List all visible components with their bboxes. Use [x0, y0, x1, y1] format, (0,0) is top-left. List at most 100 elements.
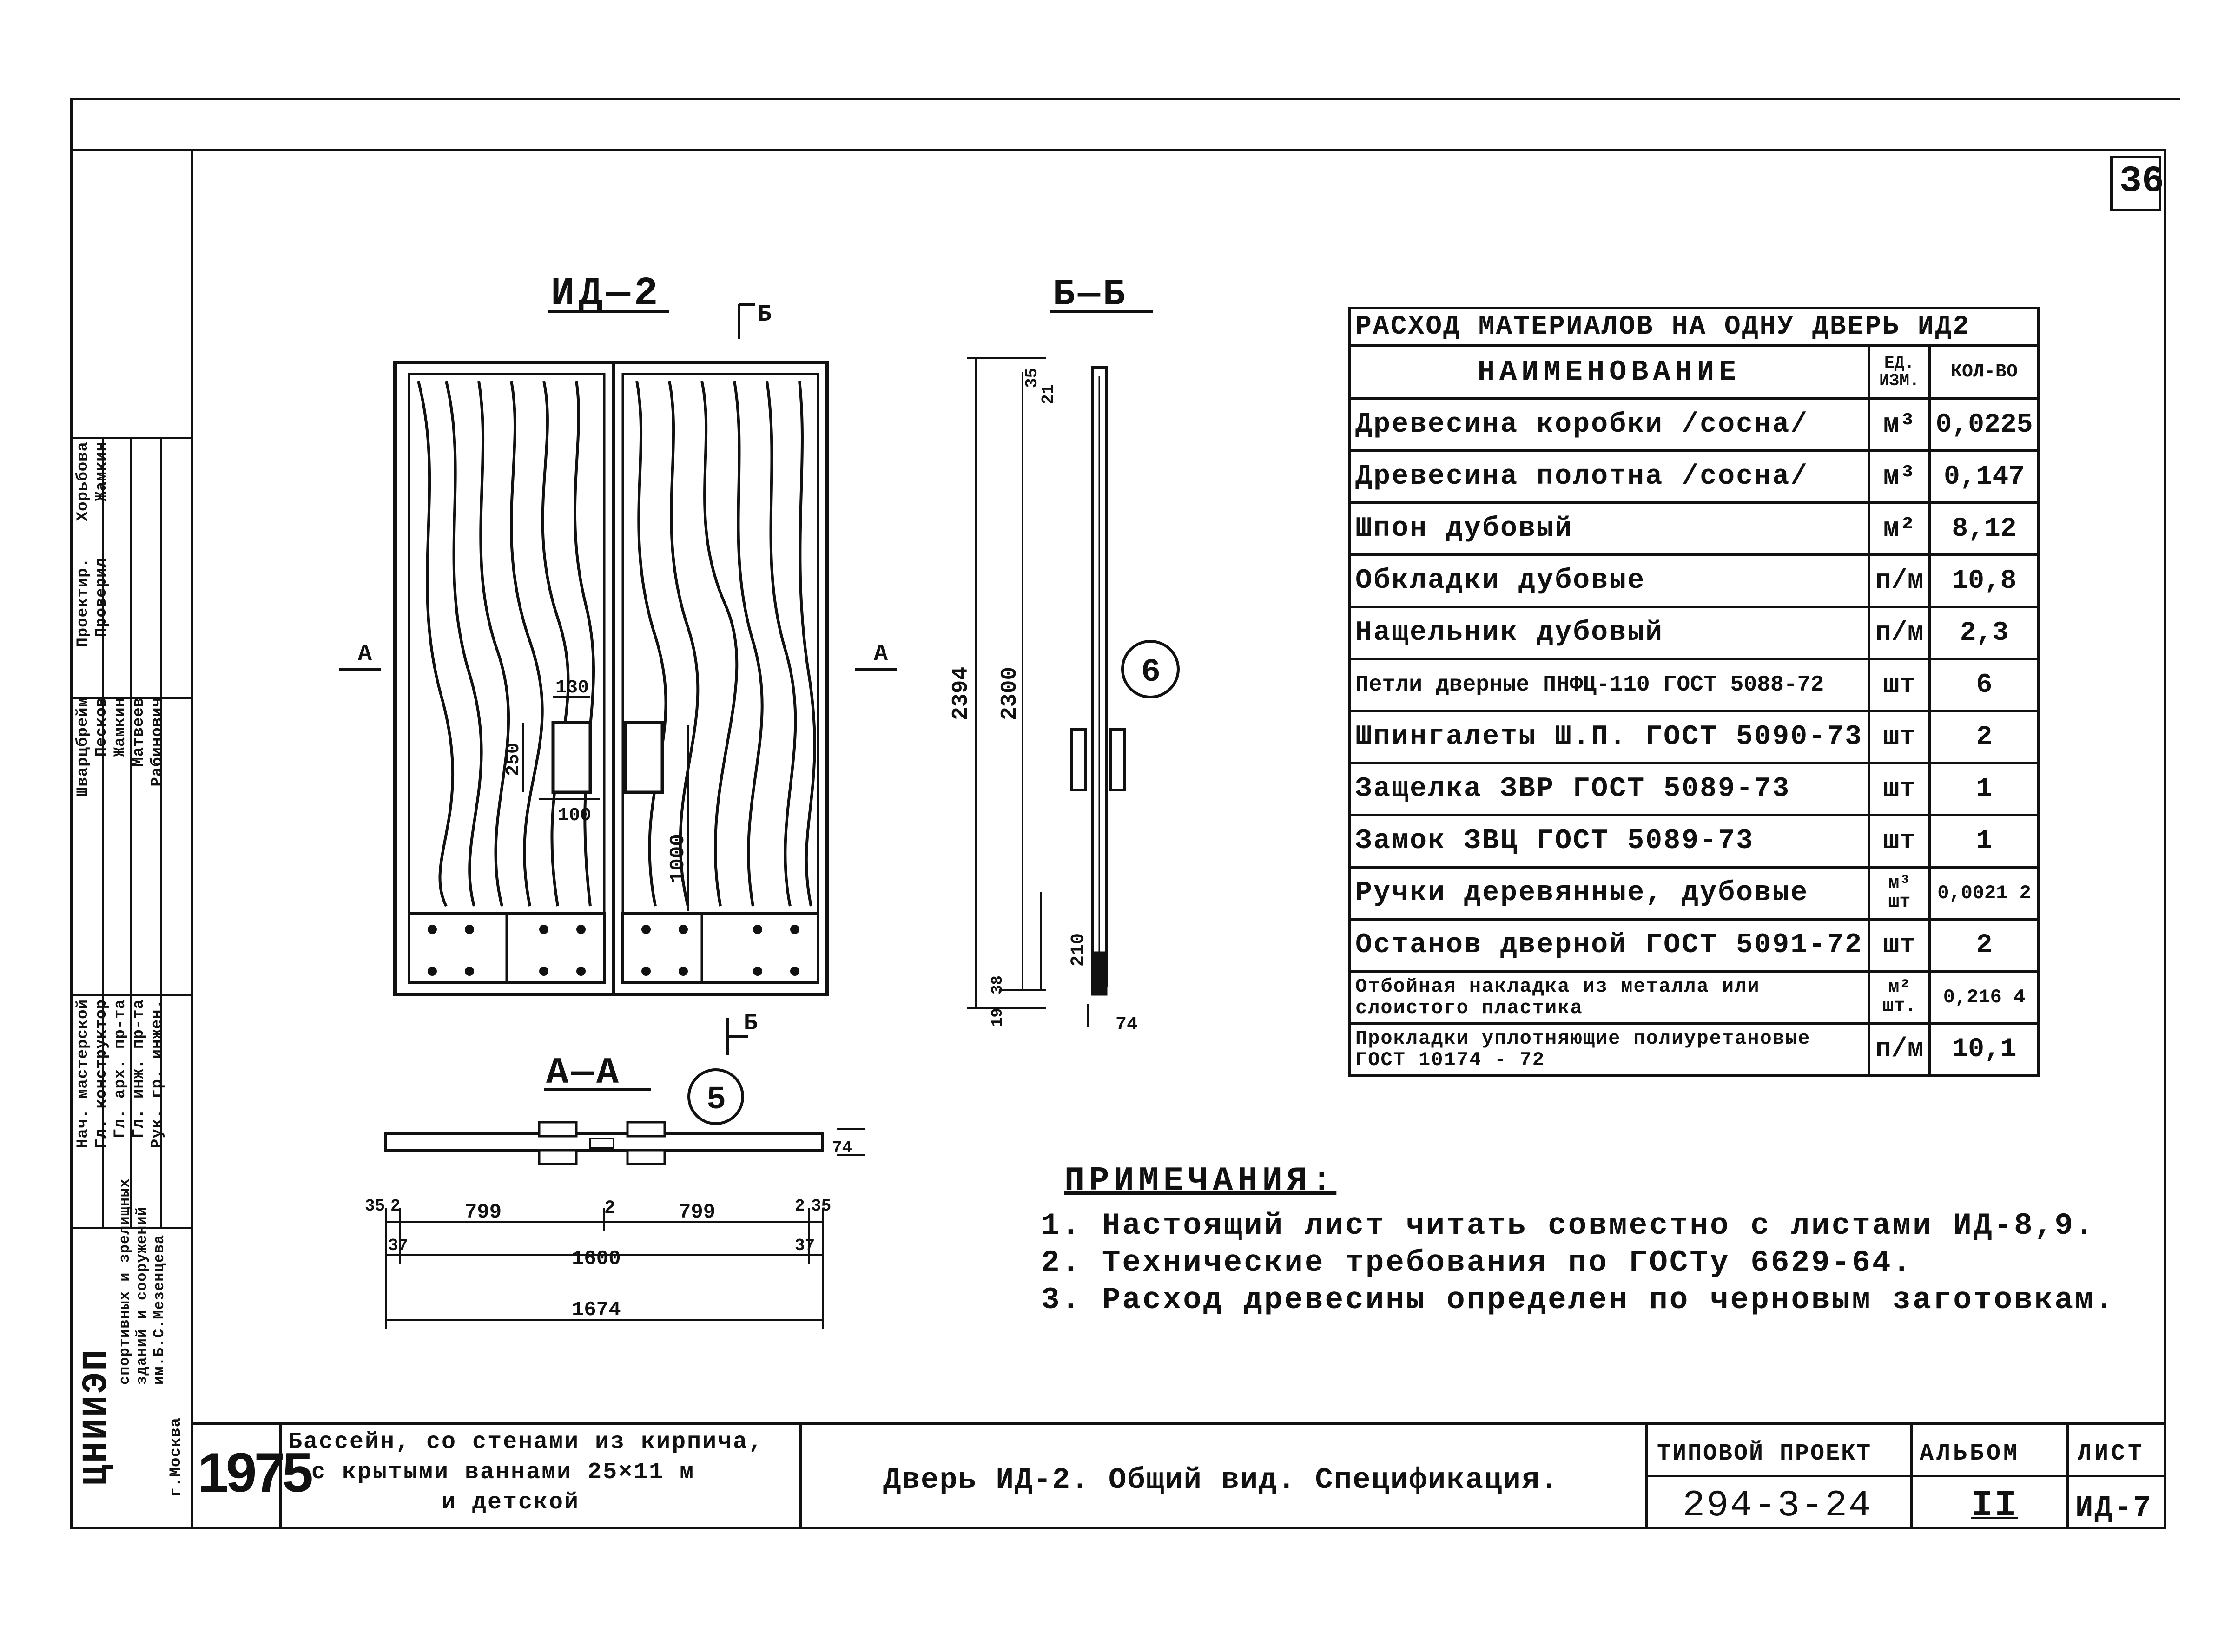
album-value: II: [1971, 1485, 2019, 1527]
spec-row-unit: шт: [1868, 762, 1931, 816]
dim-1000: 1000: [667, 834, 690, 883]
spec-header-qty: КОЛ-ВО: [1928, 344, 2040, 400]
city: г.Москва: [167, 1417, 185, 1497]
spec-title: РАСХОД МАТЕРИАЛОВ НА ОДНУ ДВЕРЬ ИД2: [1347, 307, 2040, 347]
section-aa-title: А—А: [546, 1052, 621, 1094]
sheet-number: 36: [2119, 160, 2165, 203]
door-leaf-right: [612, 361, 829, 996]
org-logo: ЦНИИЭП: [77, 1348, 117, 1486]
spec-row-unit: шт: [1868, 710, 1931, 764]
section-bb: Б—Б 35 21 2394 2300 210 38 19 74 6: [949, 274, 1180, 1035]
dim-100: 100: [558, 805, 591, 826]
dim-799-a: 799: [465, 1201, 502, 1224]
spec-row-unit: м² шт.: [1868, 970, 1931, 1025]
callout-6: [1121, 640, 1180, 698]
spec-header-unit: ЕД. ИЗМ.: [1868, 344, 1931, 400]
dim-2394: 2394: [949, 667, 974, 720]
spec-row-unit: шт: [1868, 814, 1931, 869]
spec-row-unit: м³ шт: [1868, 866, 1931, 921]
dim-21-side: 21: [1039, 384, 1058, 404]
sig-name: Жамкин: [93, 441, 111, 501]
wood-grain: [417, 381, 816, 907]
callout-6-label: 6: [1141, 654, 1161, 691]
dim-2-plan-b: 2: [604, 1198, 615, 1219]
project-title-line3: и детской: [442, 1489, 580, 1516]
sig-name: Рабинович: [149, 697, 166, 787]
spec-row-qty: 10,1: [1928, 1022, 2040, 1077]
dim-250: 250: [503, 743, 524, 776]
sheet-title: Дверь ИД-2. Общий вид. Спецификация.: [883, 1464, 1559, 1497]
spec-row-unit: шт: [1868, 918, 1931, 973]
dim-210: 210: [1068, 933, 1089, 967]
year: 1975: [198, 1441, 313, 1504]
sig-name: Шварцбрейм: [74, 697, 92, 797]
spec-row-qty: 0,216 4: [1928, 970, 2040, 1025]
spec-row-unit: п/м: [1868, 1022, 1931, 1077]
sig-name: Песков: [93, 697, 111, 757]
dim-35-plan-a: 35: [365, 1197, 385, 1216]
dim-1600: 1600: [572, 1247, 621, 1270]
frame-bottom: [70, 1527, 2166, 1529]
sig-role: Проектир.: [74, 558, 92, 647]
sig-role: Гл. конструктор: [93, 999, 111, 1149]
spec-row-qty: 0,0021 2: [1928, 866, 2040, 921]
spec-row-qty: 0,0225: [1928, 397, 2040, 452]
spec-row-name: Замок ЗВЦ ГОСТ 5089-73: [1347, 814, 1871, 869]
handle-left: [551, 721, 592, 794]
sig-role: Нач. мастерской: [74, 999, 92, 1149]
project-title-line1: Бассейн, со стенами из кирпича,: [288, 1429, 764, 1455]
handle-right: [623, 721, 664, 794]
spec-row-qty: 6: [1928, 658, 2040, 712]
dim-37-a: 37: [388, 1236, 408, 1255]
spec-row-unit: м²: [1868, 501, 1931, 556]
notes-heading: ПРИМЕЧАНИЯ:: [1064, 1162, 1337, 1200]
dim-1674: 1674: [572, 1298, 621, 1322]
spec-row-qty: 1: [1928, 762, 2040, 816]
spec-row-name: Ручки деревянные, дубовые: [1347, 866, 1871, 921]
sheet-number-box: [2110, 156, 2161, 211]
dim-2-plan-c: 2: [795, 1197, 805, 1216]
spec-row-name: Обкладки дубовые: [1347, 553, 1871, 608]
spec-row-name: Отбойная накладка из металла или слоисто…: [1347, 970, 1871, 1025]
kick-plate-right: [621, 912, 819, 984]
callout-5-label: 5: [706, 1082, 726, 1119]
signature-grid: [70, 437, 191, 1527]
spec-row-qty: 2: [1928, 918, 2040, 973]
dim-35-side: 35: [1023, 368, 1042, 388]
note-item: 3. Расход древесины определен по черновы…: [1041, 1283, 2116, 1317]
dim-37-b: 37: [795, 1236, 815, 1255]
sig-name: Матвеев: [130, 697, 148, 767]
spec-row-name: Древесина полотна /сосна/: [1347, 449, 1871, 504]
dim-2-plan-a: 2: [390, 1197, 401, 1216]
frame-left-inner: [191, 149, 193, 1529]
dim-130: 130: [555, 678, 589, 698]
spec-row-unit: м³: [1868, 449, 1931, 504]
callout-5: [687, 1068, 744, 1125]
cut-mark-b-top: Б: [758, 302, 772, 328]
sig-role: Проверил: [93, 558, 111, 638]
spec-row-unit: п/м: [1868, 606, 1931, 660]
sig-name: Жамкин: [112, 697, 129, 757]
type-project-label: ТИПОВОЙ ПРОЕКТ: [1657, 1441, 1872, 1467]
frame-left-outer: [70, 98, 73, 1529]
spec-row-name: Нащельник дубовый: [1347, 606, 1871, 660]
spec-row-qty: 2: [1928, 710, 2040, 764]
spec-row-qty: 0,147: [1928, 449, 2040, 504]
spec-row-name: Шпингалеты Ш.П. ГОСТ 5090-73: [1347, 710, 1871, 764]
spec-header-name: НАИМЕНОВАНИЕ: [1347, 344, 1871, 400]
cut-mark-b-bottom: Б: [744, 1010, 758, 1037]
project-title-line2: с крытыми ваннами 25×11 м: [311, 1459, 695, 1486]
note-item: 1. Настоящий лист читать совместно с лис…: [1041, 1208, 2095, 1243]
spec-row-unit: п/м: [1868, 553, 1931, 608]
dim-799-b: 799: [679, 1201, 715, 1224]
dim-19: 19: [989, 1008, 1007, 1027]
cut-mark-a-left: А: [358, 641, 372, 667]
spec-row-name: Прокладки уплотняющие полиуретановые ГОС…: [1347, 1022, 1871, 1077]
sig-role: Гл. инж. пр-та: [130, 999, 148, 1139]
spec-table: РАСХОД МАТЕРИАЛОВ НА ОДНУ ДВЕРЬ ИД2 НАИМ…: [1347, 307, 2040, 1077]
front-view: ИД—2: [339, 271, 897, 1055]
cut-mark-a-right: А: [874, 641, 888, 667]
frame-right: [2164, 149, 2166, 1529]
sheet-value: ИД-7: [2075, 1492, 2152, 1525]
